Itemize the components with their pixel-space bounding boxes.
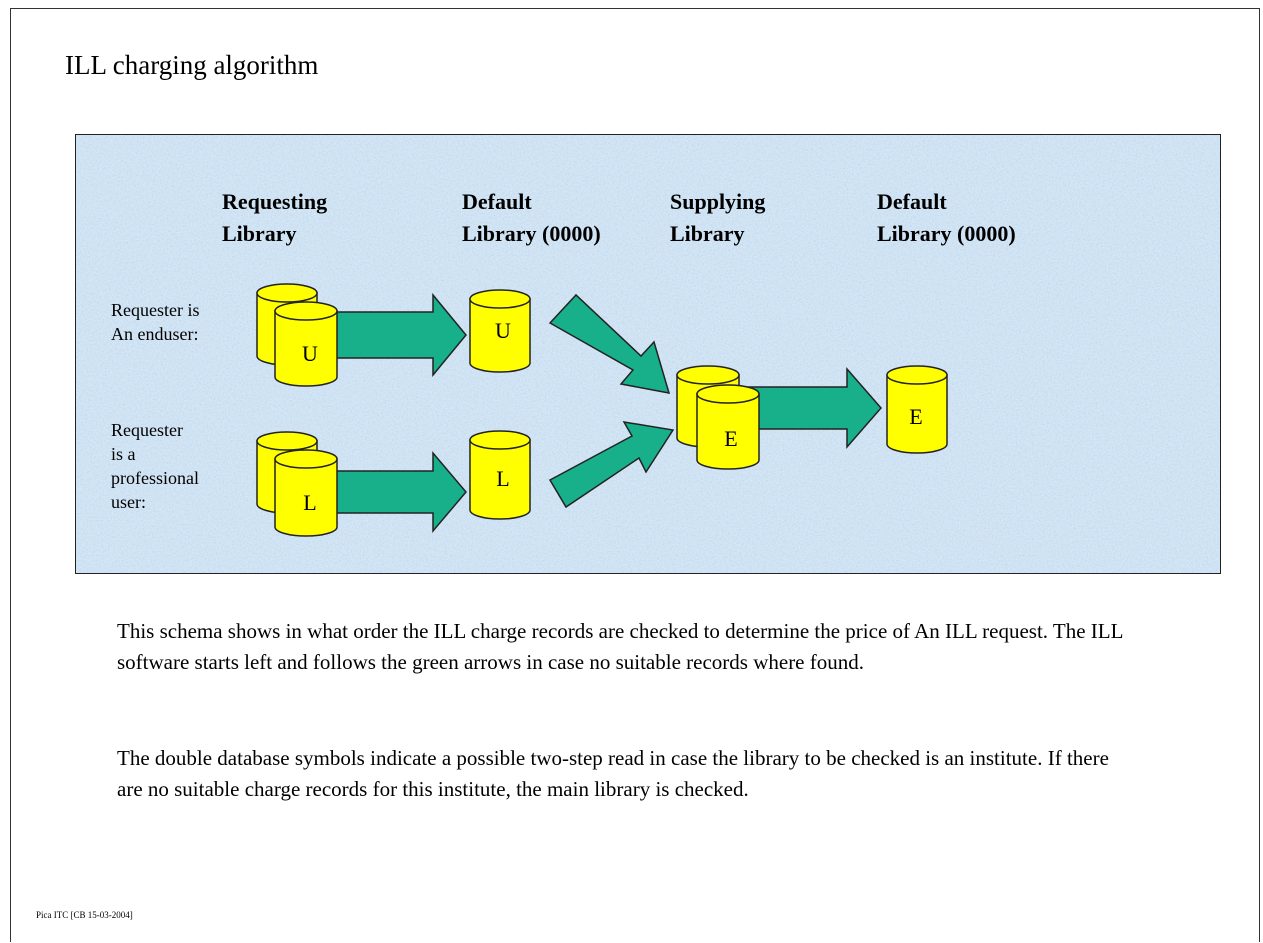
arrow-default-l-to-supplying	[548, 421, 675, 509]
db-label-default-e: E	[909, 404, 922, 429]
database-symbols	[256, 283, 948, 537]
db-label-requesting-u: U	[302, 341, 318, 366]
arrow-requesting-to-default-l	[325, 450, 467, 534]
arrow-requesting-to-default-u	[325, 292, 467, 378]
diagram-canvas: U U L L E E	[76, 135, 1220, 573]
database-default-e	[886, 365, 948, 454]
db-label-default-u: U	[495, 318, 511, 343]
database-supplying-e-front	[696, 384, 760, 470]
description-paragraph-1: This schema shows in what order the ILL …	[117, 619, 1123, 674]
db-label-supplying-e: E	[724, 426, 737, 451]
diagram-panel: U U L L E E Requesting Library Default L…	[75, 134, 1221, 574]
database-requesting-l-front	[274, 449, 338, 537]
column-header-supplying: Supplying Library	[670, 189, 766, 246]
footer-credit: Pica ITC [CB 15-03-2004]	[36, 910, 133, 920]
column-header-default-left: Default Library (0000)	[462, 189, 601, 246]
db-label-requesting-l: L	[303, 490, 316, 515]
arrow-default-u-to-supplying	[548, 293, 671, 394]
column-header-default-right: Default Library (0000)	[877, 189, 1016, 246]
row-label-enduser: Requester is An enduser:	[111, 300, 200, 344]
database-default-l	[469, 430, 531, 520]
arrow-supplying-to-default-e	[747, 366, 882, 450]
row-label-professional: Requester is a professional user:	[111, 420, 199, 512]
database-requesting-u-front	[274, 301, 338, 387]
description-paragraph-2: The double database symbols indicate a p…	[117, 746, 1109, 801]
database-default-u	[469, 289, 531, 373]
db-label-default-l: L	[496, 466, 509, 491]
column-header-requesting: Requesting Library	[222, 189, 328, 246]
slide-title: ILL charging algorithm	[65, 50, 319, 80]
slide-frame	[10, 8, 1260, 942]
